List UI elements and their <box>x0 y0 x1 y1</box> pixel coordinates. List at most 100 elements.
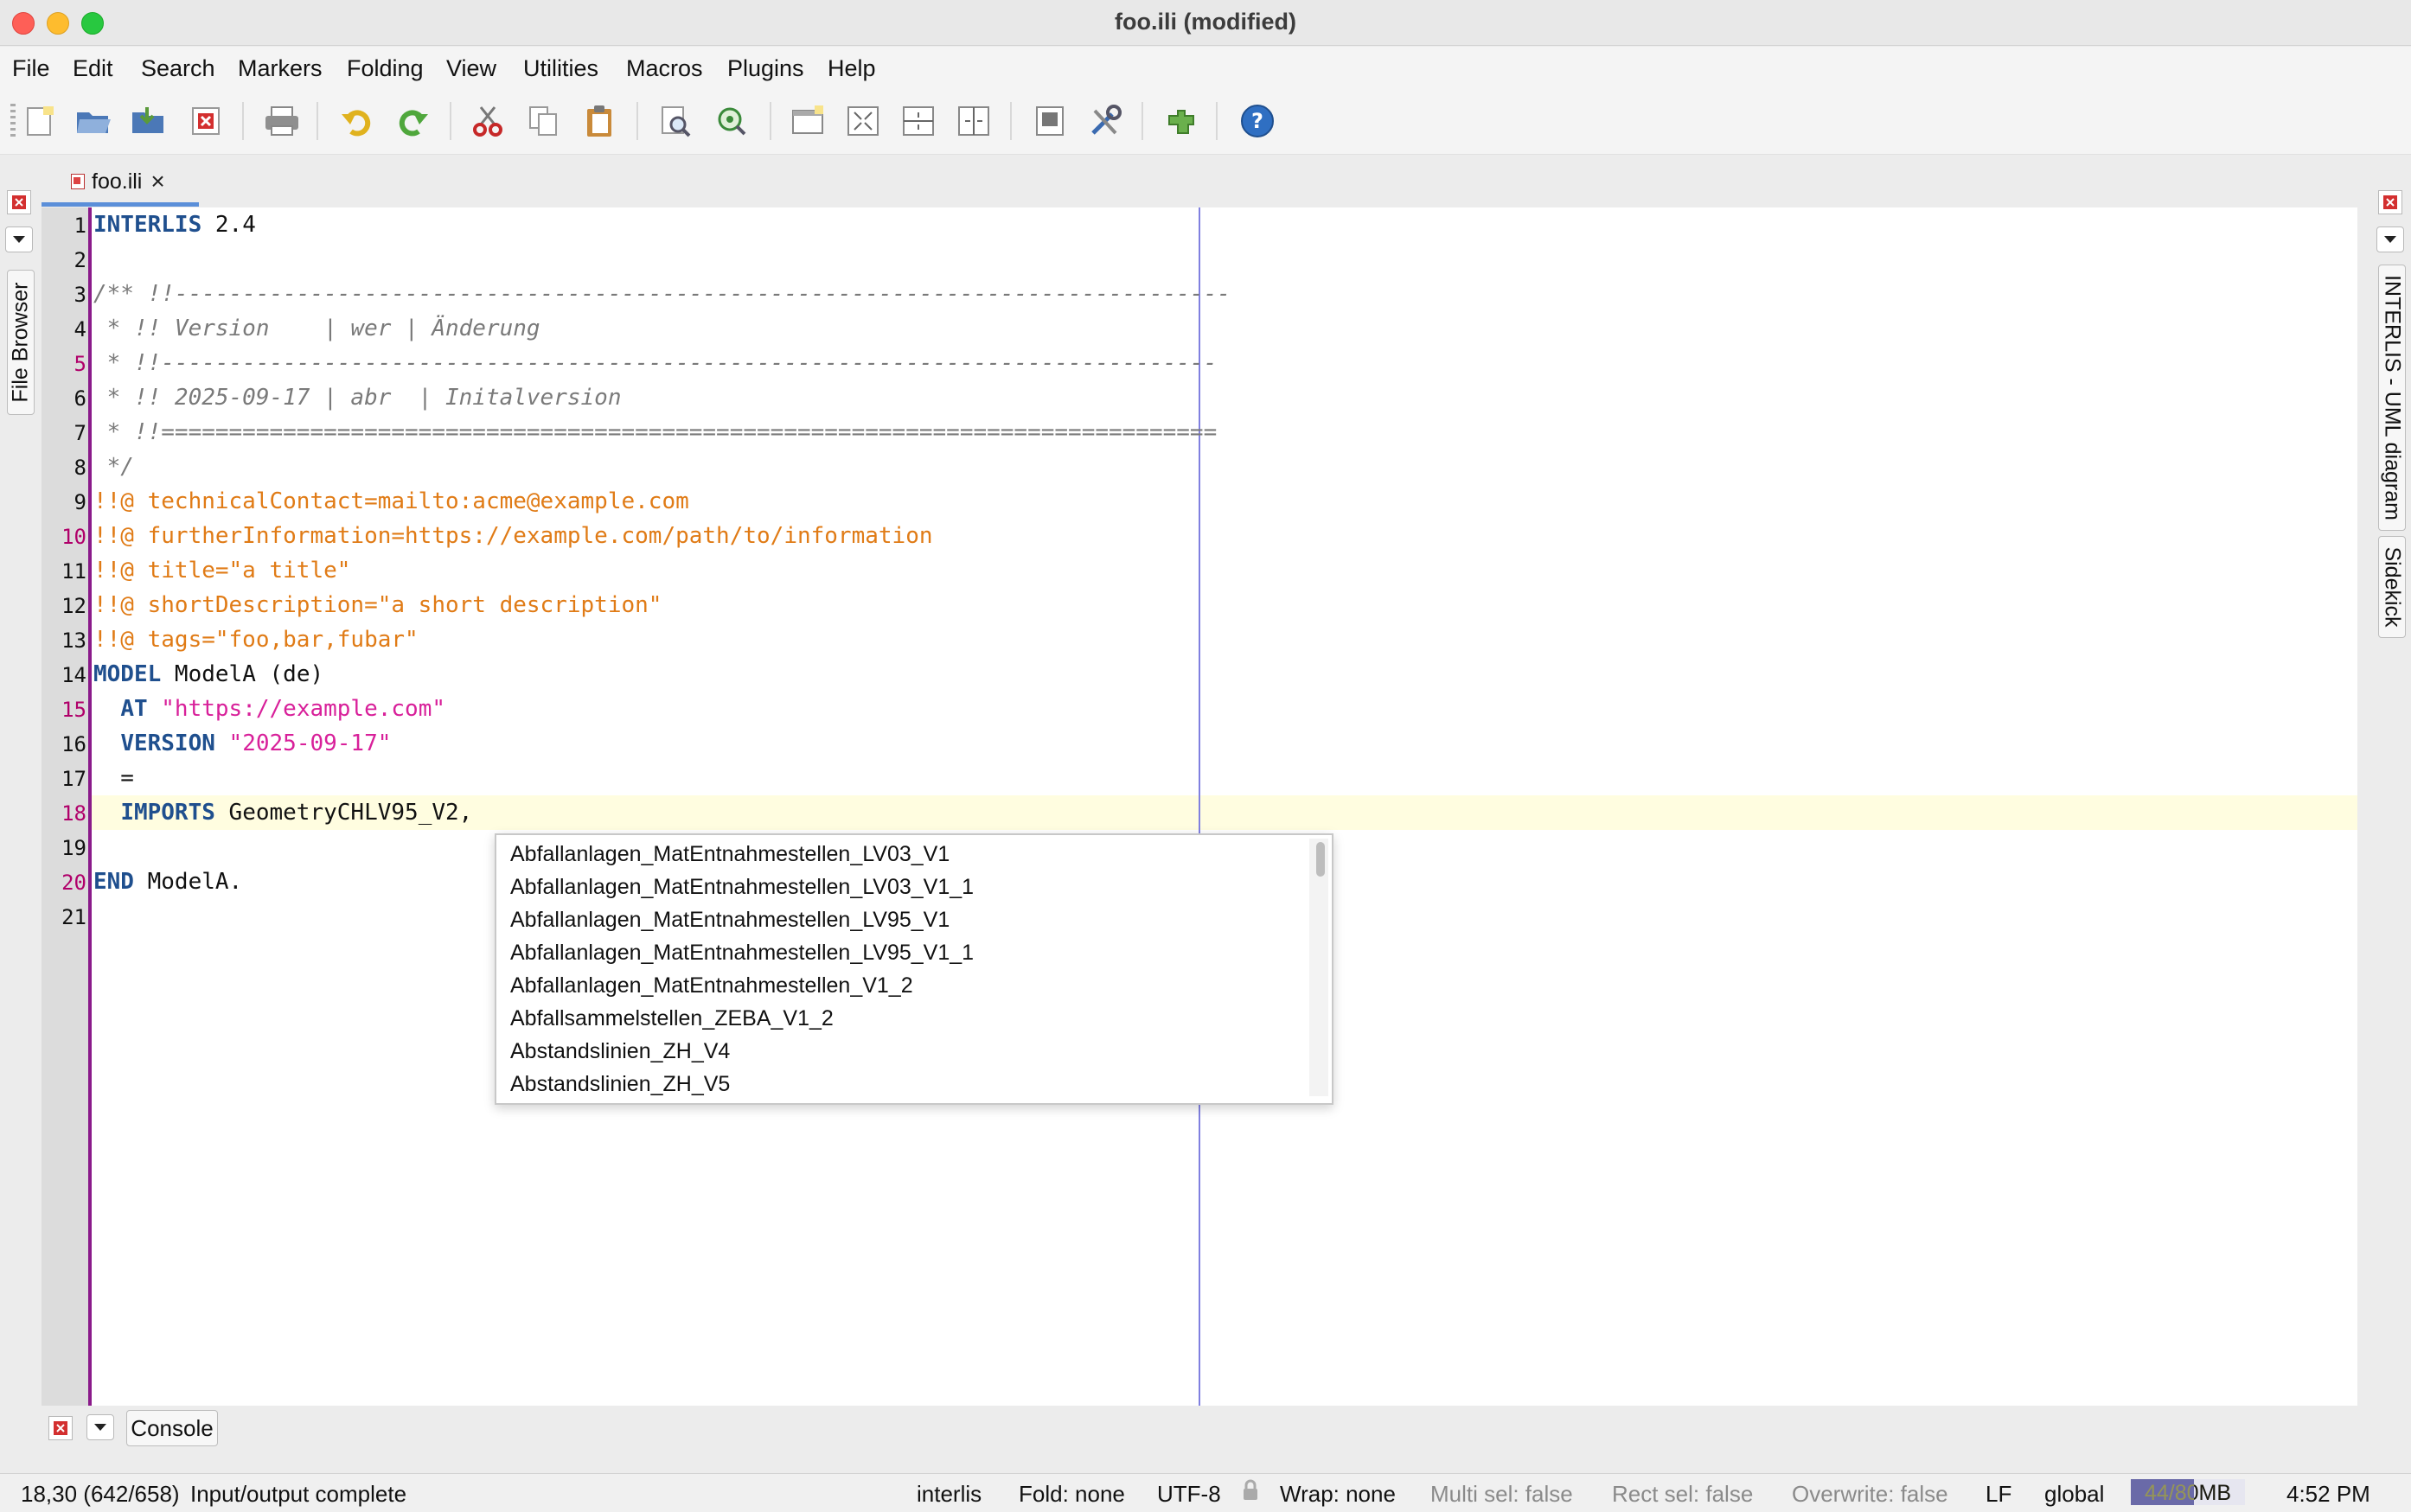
code-token: ModelA. <box>133 869 243 895</box>
code-line[interactable]: * !! 2025-09-17 | abr | Initalversion <box>93 380 622 415</box>
close-dock-icon[interactable] <box>7 190 31 214</box>
overwrite-status[interactable]: Overwrite: false <box>1792 1481 1948 1507</box>
completion-item[interactable]: Abfallsammelstellen_ZEBA_V1_2 <box>510 1006 834 1030</box>
code-line[interactable]: VERSION "2025-09-17" <box>93 726 391 761</box>
code-line[interactable]: * !! Version | wer | Änderung <box>93 311 540 346</box>
open-file-icon[interactable] <box>73 100 114 142</box>
code-line[interactable]: /** !!----------------------------------… <box>93 277 1231 311</box>
print-icon[interactable] <box>261 100 303 142</box>
code-line[interactable]: AT "https://example.com" <box>93 692 445 726</box>
close-tab-icon[interactable]: × <box>150 168 165 195</box>
rect-select-status[interactable]: Rect sel: false <box>1612 1481 1754 1507</box>
memory-indicator[interactable]: 44/80MB <box>2131 1479 2245 1505</box>
zoom-window-button[interactable] <box>81 12 104 35</box>
menu-utilities[interactable]: Utilities <box>523 55 599 81</box>
completion-popup[interactable]: Abfallanlagen_MatEntnahmestellen_LV03_V1… <box>495 833 1333 1105</box>
menu-macros[interactable]: Macros <box>626 55 703 81</box>
completion-item[interactable]: Abfallanlagen_MatEntnahmestellen_V1_2 <box>510 973 913 998</box>
sidekick-tab[interactable]: Sidekick <box>2378 536 2406 638</box>
encoding[interactable]: UTF-8 <box>1157 1481 1221 1507</box>
caret-position[interactable]: 18,30 (642/658) <box>21 1481 180 1507</box>
find-icon[interactable] <box>656 100 697 142</box>
plugin-manager-icon[interactable] <box>1161 100 1202 142</box>
buffer-options-icon[interactable] <box>1029 100 1071 142</box>
code-line[interactable]: !!@ shortDescription="a short descriptio… <box>93 588 662 622</box>
dock-menu-arrow-icon[interactable] <box>5 226 33 252</box>
toolbar-grip[interactable] <box>10 104 16 138</box>
code-token: !!@ tags="foo,bar,fubar" <box>93 627 419 653</box>
menu-file[interactable]: File <box>12 55 50 81</box>
line-number-gutter[interactable] <box>42 207 88 1406</box>
cut-icon[interactable] <box>467 100 508 142</box>
completion-scrollbar[interactable] <box>1309 839 1328 1096</box>
new-file-icon[interactable] <box>19 100 61 142</box>
code-token: * !! 2025-09-17 | abr | Initalversion <box>93 385 622 411</box>
redo-icon[interactable] <box>393 100 434 142</box>
unsplit-icon[interactable] <box>842 100 884 142</box>
minimize-window-button[interactable] <box>47 12 69 35</box>
code-line[interactable]: !!@ technicalContact=mailto:acme@example… <box>93 484 689 519</box>
buffer-tab-bar: foo.ili × <box>42 156 2366 207</box>
sidekick-tab-label: Sidekick <box>2380 546 2405 628</box>
toolbar-separator <box>1010 102 1012 140</box>
completion-scrollbar-thumb[interactable] <box>1316 842 1325 877</box>
wrap-mode[interactable]: Wrap: none <box>1280 1481 1396 1507</box>
split-vertical-icon[interactable] <box>953 100 994 142</box>
menu-folding[interactable]: Folding <box>347 55 424 81</box>
code-line[interactable]: * !!------------------------------------… <box>93 346 1218 380</box>
file-browser-tab[interactable]: File Browser <box>7 270 35 415</box>
console-tab[interactable]: Console <box>126 1410 218 1446</box>
menu-help[interactable]: Help <box>828 55 876 81</box>
buffer-tab-foo-ili[interactable]: foo.ili × <box>42 161 199 207</box>
completion-item[interactable]: Abstandslinien_ZH_V4 <box>510 1039 731 1063</box>
completion-item[interactable]: Abfallanlagen_MatEntnahmestellen_LV95_V1… <box>510 941 975 965</box>
code-line[interactable]: !!@ tags="foo,bar,fubar" <box>93 622 419 657</box>
line-ending[interactable]: LF <box>1986 1481 2012 1507</box>
close-dock-icon[interactable] <box>48 1416 73 1440</box>
code-line[interactable]: INTERLIS 2.4 <box>93 207 256 242</box>
close-file-icon[interactable] <box>185 100 227 142</box>
code-line[interactable]: MODEL ModelA (de) <box>93 657 323 692</box>
help-icon[interactable]: ? <box>1237 100 1278 142</box>
code-line[interactable]: !!@ furtherInformation=https://example.c… <box>93 519 933 553</box>
completion-item[interactable]: Abfallanlagen_MatEntnahmestellen_LV03_V1 <box>510 842 950 866</box>
new-view-icon[interactable] <box>787 100 828 142</box>
completion-item[interactable]: Abfallanlagen_MatEntnahmestellen_LV03_V1… <box>510 875 975 899</box>
lock-icon[interactable] <box>1242 1479 1259 1508</box>
code-token <box>93 696 120 722</box>
completion-item[interactable]: Abfallanlagen_MatEntnahmestellen_LV95_V1 <box>510 908 950 932</box>
menu-search[interactable]: Search <box>141 55 215 81</box>
global-options-icon[interactable] <box>1084 100 1126 142</box>
code-line[interactable]: END ModelA. <box>93 864 242 899</box>
fold-mode[interactable]: Fold: none <box>1019 1481 1125 1507</box>
code-line[interactable]: = <box>93 761 134 795</box>
code-line[interactable]: * !!====================================… <box>93 415 1218 450</box>
uml-diagram-tab[interactable]: INTERLIS - UML diagram <box>2378 265 2406 531</box>
edit-mode[interactable]: interlis <box>917 1481 982 1507</box>
line-number: 19 <box>61 836 86 860</box>
copy-icon[interactable] <box>522 100 564 142</box>
window-title: foo.ili (modified) <box>1115 9 1296 35</box>
code-line[interactable]: IMPORTS GeometryCHLV95_V2, <box>93 795 486 830</box>
dock-menu-arrow-icon[interactable] <box>86 1414 114 1440</box>
find-in-files-icon[interactable] <box>711 100 752 142</box>
dock-menu-arrow-icon[interactable] <box>2376 226 2404 252</box>
menu-plugins[interactable]: Plugins <box>727 55 804 81</box>
menu-view[interactable]: View <box>446 55 497 81</box>
close-dock-icon[interactable] <box>2378 190 2402 214</box>
close-window-button[interactable] <box>12 12 35 35</box>
code-line[interactable]: !!@ title="a title" <box>93 553 350 588</box>
toolbar-separator <box>450 102 451 140</box>
completion-item[interactable]: Abstandslinien_ZH_V5 <box>510 1072 731 1096</box>
multi-select-status[interactable]: Multi sel: false <box>1430 1481 1573 1507</box>
menu-edit[interactable]: Edit <box>73 55 113 81</box>
split-horizontal-icon[interactable] <box>898 100 939 142</box>
code-token <box>215 730 229 756</box>
paste-icon[interactable] <box>579 100 621 142</box>
code-line[interactable]: */ <box>93 450 134 484</box>
code-token: ModelA (de) <box>161 661 324 687</box>
save-file-icon[interactable] <box>128 100 169 142</box>
toolbar: ? <box>0 90 2411 155</box>
menu-markers[interactable]: Markers <box>238 55 323 81</box>
undo-icon[interactable] <box>336 100 377 142</box>
